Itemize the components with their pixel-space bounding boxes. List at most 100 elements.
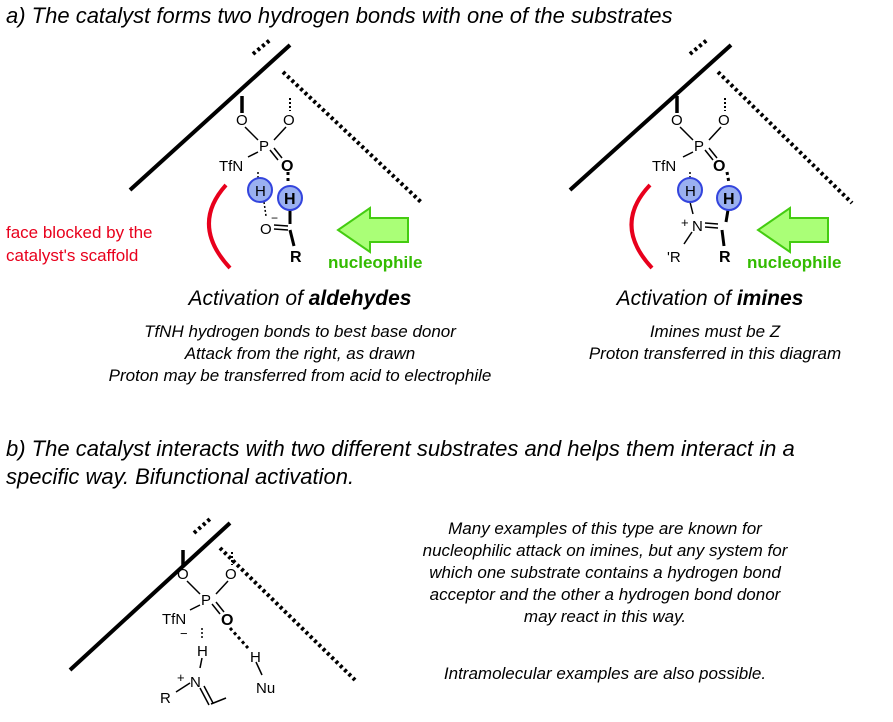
atom-tfn: TfN <box>652 158 676 175</box>
aldehyde-note-1: TfNH hydrogen bonds to best base donor <box>144 322 456 341</box>
nucleophile-label: nucleophile <box>328 253 422 272</box>
atom-o1: O <box>671 112 683 129</box>
bond-p-o3-double-b <box>273 147 283 159</box>
bond-p-o3-double-a <box>704 149 714 161</box>
highlight-h-imine <box>716 185 742 211</box>
bifunctional-description-line-4: acceptor and the other a hydrogen bond d… <box>429 585 781 604</box>
atom-o4: O <box>260 221 272 238</box>
bifunctional-description-line-2: nucleophilic attack on imines, but any s… <box>422 541 788 560</box>
aldehyde-caption: Activation of aldehydes <box>80 287 520 311</box>
nucleophile-arrow <box>756 206 829 254</box>
scaffold-wall-left <box>68 521 232 672</box>
atom-r2: R <box>719 249 731 266</box>
bond-n-r <box>175 682 191 693</box>
atom-o1: O <box>177 566 189 583</box>
bond-p-o2 <box>273 126 287 141</box>
bond-o1-p <box>679 126 694 141</box>
imine-note-2: Proton transferred in this diagram <box>588 344 842 363</box>
scaffold-dash-right <box>281 70 424 205</box>
atom-o2: O <box>283 112 295 129</box>
bond-o1-p <box>186 580 201 595</box>
bifunctional-description: Many examples of this type are known for… <box>380 518 830 628</box>
atom-r: R <box>160 690 171 707</box>
atom-o2: O <box>718 112 730 129</box>
bond-o1-p <box>244 126 259 141</box>
scaffold-dash-top <box>251 38 272 56</box>
bond-p-n <box>247 151 259 158</box>
bond-p-n <box>682 151 694 158</box>
bond-p-o2 <box>215 580 229 595</box>
atom-h2: H <box>284 191 296 208</box>
atom-tfn: TfN <box>162 611 186 628</box>
bond-p-o3-double-a <box>269 149 279 161</box>
scaffold-wall-left <box>568 43 733 192</box>
highlight-h-tfn <box>677 177 703 203</box>
scaffold-dash-right <box>716 70 854 205</box>
scaffold-dash-top <box>688 38 709 56</box>
bond-o-c-a <box>273 224 289 227</box>
atom-tfn: TfN <box>219 158 243 175</box>
face-blocked-label-2: catalyst's scaffold <box>6 246 138 265</box>
aldehyde-notes: TfNH hydrogen bonds to best base donor A… <box>40 321 560 387</box>
atom-p: P <box>694 138 704 155</box>
section-a-heading: a) The catalyst forms two hydrogen bonds… <box>6 3 673 28</box>
section-b-heading-line2: specific way. Bifunctional activation. <box>6 464 355 489</box>
bifunctional-description-line-1: Many examples of this type are known for <box>448 519 762 538</box>
atom-r: R <box>290 249 302 266</box>
hbond-h-o <box>263 201 267 217</box>
atom-minus: − <box>271 211 278 225</box>
atom-h1: H <box>255 183 266 200</box>
hbond-o-h <box>725 171 731 184</box>
scaffold-dash-top <box>192 517 212 535</box>
hbond-o-h <box>228 626 250 650</box>
aldehyde-activation-structure: O O P TfN O H H O − R face blocked by th… <box>6 38 424 272</box>
atom-p: P <box>201 592 211 609</box>
atom-h2: H <box>723 191 735 208</box>
aldehyde-caption-prefix: Activation of <box>188 287 309 310</box>
blocked-face-arc <box>629 183 654 270</box>
bond-c-r <box>720 229 726 247</box>
bond-h-nu <box>255 661 263 676</box>
atom-h1: H <box>197 643 208 660</box>
imine-caption: Activation of imines <box>560 287 860 311</box>
bond-n-c-a <box>704 222 719 225</box>
bond-h-n <box>689 201 694 215</box>
bond-p-o3-double-a <box>211 603 221 615</box>
face-blocked-label-1: face blocked by the <box>6 223 152 242</box>
scaffold-dash-right <box>218 546 357 682</box>
bond-n-c-b <box>704 226 719 229</box>
bond-c-h <box>724 209 730 223</box>
atom-n: N <box>692 218 703 235</box>
aldehyde-note-2: Attack from the right, as drawn <box>184 344 416 363</box>
aldehyde-caption-bold: aldehydes <box>308 287 412 310</box>
bifunctional-description-line-5: may react in this way. <box>523 607 687 626</box>
atom-minus: − <box>180 626 188 641</box>
scaffold-wall-left <box>128 43 292 192</box>
bond-o-c-b <box>273 228 289 231</box>
bond-p-n <box>189 604 201 611</box>
imine-notes: Imines must be Z Proton transferred in t… <box>555 321 875 365</box>
imine-caption-bold: imines <box>736 287 804 310</box>
intramolecular-note: Intramolecular examples are also possibl… <box>443 664 767 683</box>
atom-o3: O <box>281 158 293 175</box>
imine-activation-structure: O O P TfN O H H + N 'R R nucleophile <box>568 38 854 272</box>
aldehyde-note-3: Proton may be transferred from acid to e… <box>108 366 492 385</box>
atom-o3: O <box>713 158 725 175</box>
imine-note-1: Imines must be Z <box>649 322 781 341</box>
atom-plus: + <box>681 215 689 230</box>
atom-o1: O <box>236 112 248 129</box>
nucleophile-arrow <box>336 206 409 254</box>
bond-p-o2 <box>708 126 722 141</box>
atom-h1: H <box>685 183 696 200</box>
blocked-face-arc <box>206 183 232 270</box>
atom-o3: O <box>221 612 233 629</box>
atom-o2: O <box>225 566 237 583</box>
bond-c-r <box>288 229 296 247</box>
atom-p: P <box>259 138 269 155</box>
bond-p-o3-double-b <box>215 601 225 613</box>
atom-nu: Nu <box>256 680 275 697</box>
imine-caption-prefix: Activation of <box>616 287 737 310</box>
bond-p-o3-double-b <box>708 147 718 159</box>
atom-plus: + <box>177 670 185 685</box>
